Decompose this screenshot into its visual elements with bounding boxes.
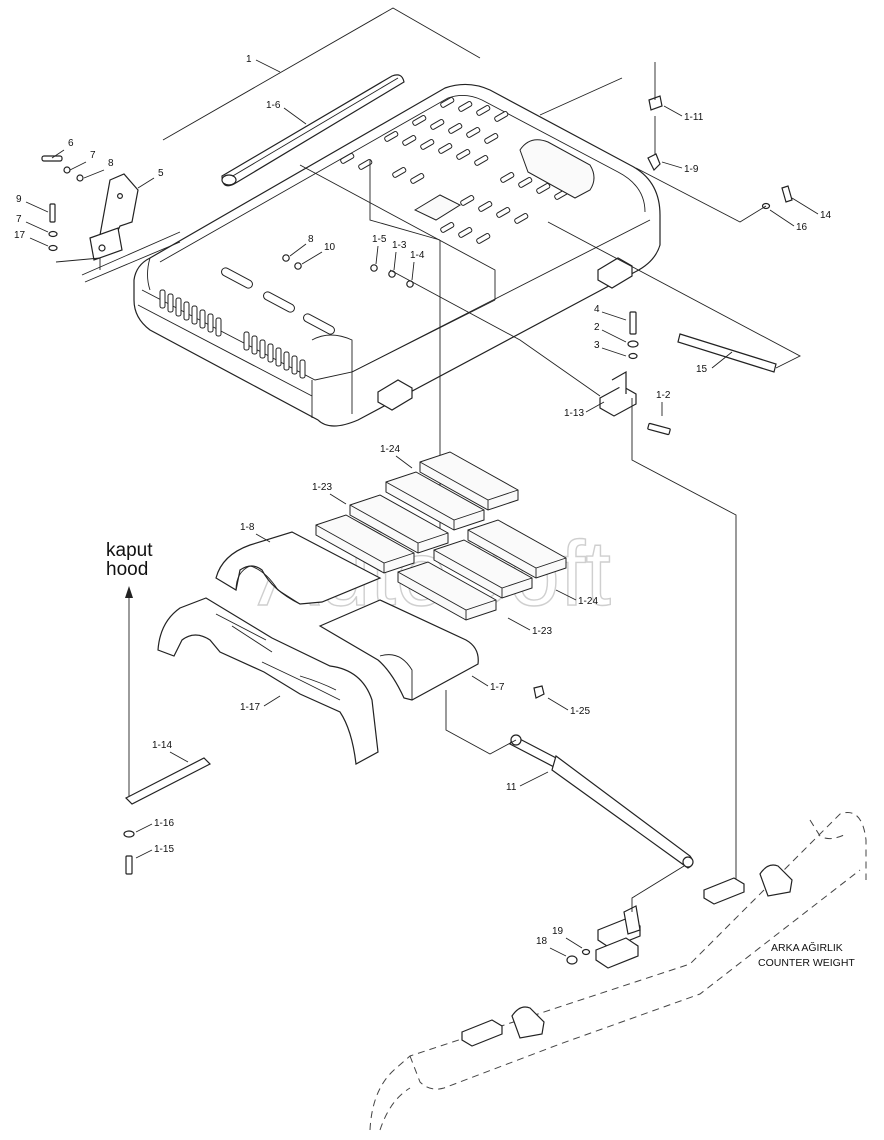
bracket-1-13 bbox=[599, 385, 637, 417]
callout-1-9: 1-9 bbox=[684, 164, 699, 175]
callout-1-4: 1-4 bbox=[410, 250, 425, 261]
callout-16: 16 bbox=[796, 222, 808, 233]
callout-11: 11 bbox=[506, 782, 517, 793]
seal-strip-1-6 bbox=[221, 74, 405, 187]
hood-label-line2: hood bbox=[106, 559, 148, 580]
callout-19: 19 bbox=[552, 926, 564, 937]
hood-direction-arrow bbox=[125, 586, 133, 800]
callout-7-top: 7 bbox=[90, 150, 96, 161]
hood-label-line1: kaput bbox=[106, 540, 153, 561]
callout-2: 2 bbox=[594, 322, 600, 333]
callout-17: 17 bbox=[14, 230, 26, 241]
callout-9: 9 bbox=[16, 194, 22, 205]
washer-1-16 bbox=[123, 830, 135, 838]
callout-3: 3 bbox=[594, 340, 600, 351]
hood-mount-foot-front bbox=[377, 379, 413, 411]
callout-6: 6 bbox=[68, 138, 74, 149]
panel-1-7 bbox=[318, 599, 479, 701]
panel-1-8 bbox=[215, 531, 382, 605]
bolts-left-group bbox=[41, 155, 414, 288]
top-vent-slots bbox=[340, 97, 569, 244]
strap-1-14 bbox=[124, 757, 212, 805]
callout-1-14: 1-14 bbox=[152, 740, 172, 751]
callout-1-6: 1-6 bbox=[266, 100, 281, 111]
callout-15: 15 bbox=[696, 364, 708, 375]
callout-1-3: 1-3 bbox=[392, 240, 407, 251]
gas-spring-11 bbox=[445, 690, 694, 869]
callout-14: 14 bbox=[820, 210, 832, 221]
insulation-blocks bbox=[315, 451, 567, 621]
panel-1-17 bbox=[157, 597, 379, 765]
callout-1-5: 1-5 bbox=[372, 234, 387, 245]
hood-mount-foot-rear bbox=[597, 257, 633, 289]
callout-1-16: 1-16 bbox=[154, 818, 174, 829]
rod-15 bbox=[677, 333, 777, 373]
callout-1-24-top: 1-24 bbox=[380, 444, 400, 455]
callout-1-24-right: 1-24 bbox=[578, 596, 598, 607]
callout-8-right: 8 bbox=[308, 234, 314, 245]
callout-1-23-right: 1-23 bbox=[532, 626, 552, 637]
leader-lines bbox=[55, 62, 801, 880]
callout-1-2: 1-2 bbox=[656, 390, 671, 401]
callout-1-13: 1-13 bbox=[564, 408, 584, 419]
callout-5: 5 bbox=[158, 168, 164, 179]
fasteners-right bbox=[627, 95, 793, 436]
callout-1: 1 bbox=[246, 54, 252, 65]
front-vent-slots bbox=[159, 289, 306, 379]
bolt-1-15 bbox=[125, 855, 133, 875]
callouts: 1 1-6 6 7 8 5 9 7 17 8 10 1-5 1-3 1-4 1-… bbox=[14, 54, 832, 957]
callout-1-15: 1-15 bbox=[154, 844, 174, 855]
counterweight bbox=[369, 812, 867, 1131]
callout-1-17: 1-17 bbox=[240, 702, 260, 713]
callout-1-8: 1-8 bbox=[240, 522, 255, 533]
callout-8-top: 8 bbox=[108, 158, 114, 169]
callout-1-7: 1-7 bbox=[490, 682, 505, 693]
knob-1-25 bbox=[533, 685, 545, 699]
callout-10: 10 bbox=[324, 242, 336, 253]
callout-7-left: 7 bbox=[16, 214, 22, 225]
hood-assembly bbox=[133, 7, 661, 427]
callout-1-23-top: 1-23 bbox=[312, 482, 332, 493]
callout-18: 18 bbox=[536, 936, 548, 947]
callout-1-11: 1-11 bbox=[684, 112, 704, 123]
callout-4: 4 bbox=[594, 304, 600, 315]
counterweight-label-line2: COUNTER WEIGHT bbox=[758, 957, 855, 969]
callout-1-25: 1-25 bbox=[570, 706, 590, 717]
counterweight-label-line1: ARKA AĞIRLIK bbox=[771, 941, 843, 954]
hinge-bracket-5 bbox=[81, 173, 181, 283]
